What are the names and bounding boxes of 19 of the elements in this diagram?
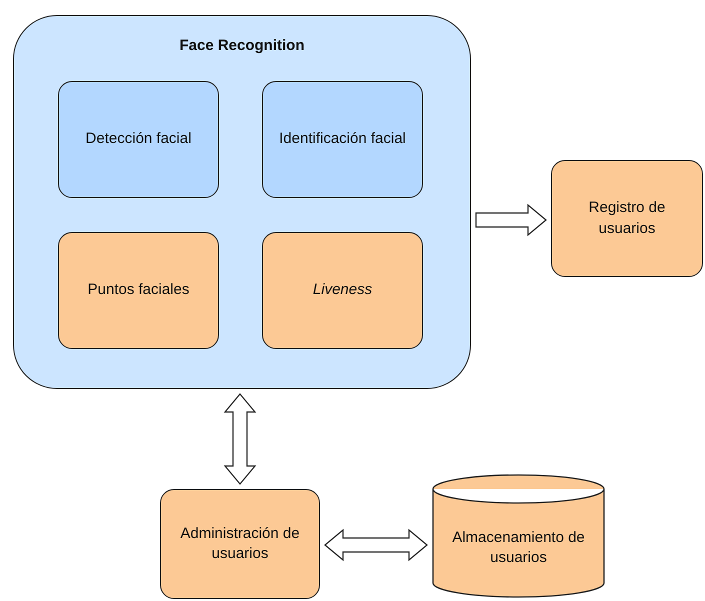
process-box (58, 232, 219, 349)
process-box (160, 489, 320, 599)
node-label: Liveness (312, 280, 374, 300)
process-box (262, 81, 423, 198)
group-container (13, 15, 471, 389)
node-label: Detección facial (84, 129, 192, 150)
process-box (262, 232, 423, 349)
block-arrow (224, 393, 256, 485)
node-label: Almacenamiento de usuarios (451, 528, 586, 568)
block-arrow (475, 204, 547, 236)
database-cylinder (432, 474, 605, 598)
process-box (58, 81, 219, 198)
node-label: Administración de usuarios (179, 524, 301, 564)
block-arrow (324, 528, 428, 562)
node-label: Puntos faciales (86, 280, 190, 300)
group-title: Face Recognition (178, 36, 306, 56)
node-label: Registro de usuarios (588, 198, 666, 238)
node-label: Identificación facial (278, 129, 407, 150)
process-box (551, 160, 703, 277)
